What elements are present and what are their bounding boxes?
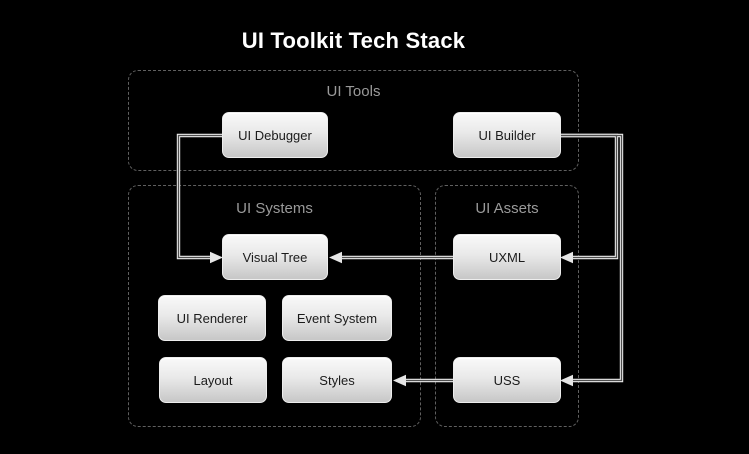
node-ui-builder: UI Builder xyxy=(453,112,561,158)
node-uss: USS xyxy=(453,357,561,403)
node-event-system: Event System xyxy=(282,295,392,341)
node-ui-debugger: UI Debugger xyxy=(222,112,328,158)
node-styles: Styles xyxy=(282,357,392,403)
group-ui-systems-label: UI Systems xyxy=(236,200,313,217)
group-ui-tools-label: UI Tools xyxy=(326,83,381,100)
group-ui-tools: UI Tools xyxy=(128,70,579,171)
node-ui-renderer: UI Renderer xyxy=(158,295,266,341)
group-ui-systems: UI Systems xyxy=(128,185,421,427)
diagram-title: UI Toolkit Tech Stack xyxy=(241,28,466,53)
node-uxml: UXML xyxy=(453,234,561,280)
node-visual-tree: Visual Tree xyxy=(222,234,328,280)
node-layout: Layout xyxy=(159,357,267,403)
group-ui-assets-label: UI Assets xyxy=(475,200,539,217)
